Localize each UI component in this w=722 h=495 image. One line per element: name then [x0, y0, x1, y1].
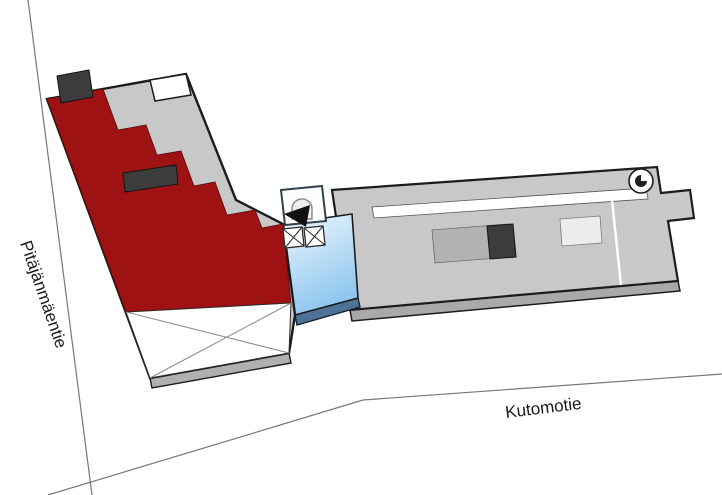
hatch-square-left [282, 226, 305, 249]
hatch-cross-line [305, 225, 324, 248]
east-wing-skylight-strip [371, 187, 649, 219]
west-wing-rooftop-block-mid [122, 164, 179, 193]
street-line-left [27, 0, 93, 495]
entrance-arrow-icon [284, 205, 310, 227]
hatch-square-right [303, 225, 326, 248]
east-wing-roof-joint [610, 199, 623, 286]
floor-brace-line [149, 302, 292, 379]
street-label-kutomotie: Kutomotie [504, 394, 582, 422]
spiral-stair-icon [635, 175, 647, 187]
floor-brace-line [125, 311, 290, 354]
entrance-marker [279, 184, 328, 249]
west-wing-highlight [46, 88, 292, 313]
west-wing-rooftop-block-top [56, 69, 94, 104]
east-wing-roof-light-structure [559, 215, 603, 247]
west-wing-corner-skylight [149, 73, 192, 102]
east-wing-dark-block [486, 223, 517, 260]
building-east-wing [330, 165, 696, 322]
street-label-pitajanmaentie: Pitäjänmäentie [16, 238, 71, 351]
street-line-bottom [47, 373, 722, 495]
building-west-wing [45, 69, 297, 389]
hatch-cross-line [284, 226, 303, 249]
